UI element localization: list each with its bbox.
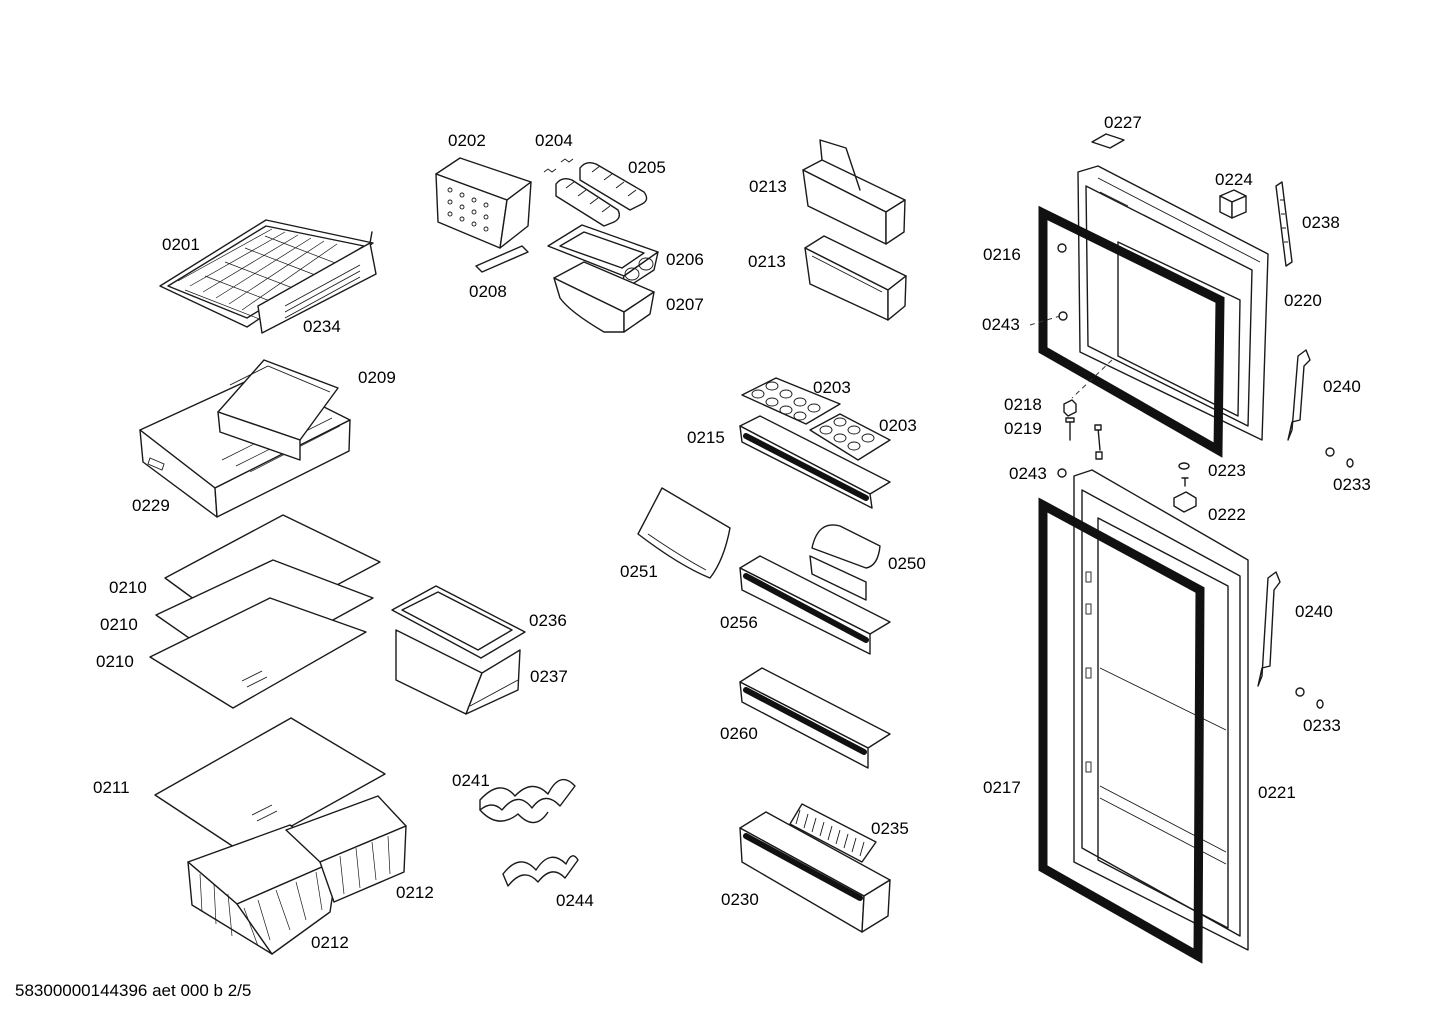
- part-0233-screw-upper: [1325, 447, 1354, 468]
- part-0227-cap: [1091, 133, 1125, 149]
- part-0223-screw: [1181, 477, 1189, 487]
- label-0210-c: 0210: [96, 652, 134, 671]
- part-0208-strip: [475, 245, 529, 273]
- part-0215-door-shelf: [739, 415, 891, 509]
- part-0240-handle-lower: [1257, 571, 1281, 687]
- label-0224: 0224: [1215, 170, 1253, 189]
- part-0244-bottle-rack: [502, 855, 579, 887]
- label-0212-left: 0212: [311, 933, 349, 952]
- label-0207: 0207: [666, 295, 704, 314]
- label-0235: 0235: [871, 819, 909, 838]
- label-0238: 0238: [1302, 213, 1340, 232]
- label-0204: 0204: [535, 131, 573, 150]
- part-0233-screw-lower: [1295, 687, 1324, 709]
- label-0260: 0260: [720, 724, 758, 743]
- label-0221: 0221: [1258, 783, 1296, 802]
- part-0203-egg-tray-2: [809, 413, 891, 461]
- label-0210-a: 0210: [109, 578, 147, 597]
- label-0237: 0237: [530, 667, 568, 686]
- drawing-reference: 58300000144396 aet 000 b 2/5: [15, 981, 252, 1000]
- part-0260-door-shelf: [739, 667, 891, 769]
- part-0203-egg-tray-1: [741, 377, 841, 425]
- part-0221-fridge-door: [1073, 469, 1249, 951]
- label-0215: 0215: [687, 428, 725, 447]
- label-0243-upper: 0243: [982, 315, 1020, 334]
- part-0219-pin: [1094, 424, 1103, 460]
- label-0223: 0223: [1208, 461, 1246, 480]
- label-0234: 0234: [303, 317, 341, 336]
- part-0237-box: [395, 629, 521, 715]
- part-0223-washer: [1178, 462, 1190, 470]
- part-0243-stud-lower: [1057, 468, 1067, 478]
- label-0211: 0211: [93, 778, 130, 797]
- label-0240-lower: 0240: [1295, 602, 1333, 621]
- part-0251-flap: [637, 487, 731, 579]
- part-0250-cover: [809, 524, 881, 601]
- label-0236: 0236: [529, 611, 567, 630]
- part-0236-box-frame: [391, 585, 526, 659]
- label-0244: 0244: [556, 891, 594, 910]
- part-0209-drawer-cover: [217, 359, 339, 461]
- part-0243-stud-upper: [1057, 243, 1068, 321]
- part-0240-handle-upper: [1287, 349, 1311, 441]
- label-0213-upper: 0213: [749, 177, 787, 196]
- label-0213-lower: 0213: [748, 252, 786, 271]
- label-0218: 0218: [1004, 395, 1042, 414]
- part-0211-crisper-cover: [154, 717, 386, 854]
- label-0216: 0216: [983, 245, 1021, 264]
- label-0217: 0217: [983, 778, 1021, 797]
- part-0216-freezer-gasket: [1038, 205, 1225, 458]
- part-0202-bracket: [435, 157, 532, 249]
- label-0229: 0229: [132, 496, 170, 515]
- label-0208: 0208: [469, 282, 507, 301]
- part-0213-balcony-lower: [804, 235, 907, 321]
- part-0222-hinge-pin: [1173, 491, 1197, 513]
- part-0207-ice-bin: [553, 261, 655, 333]
- label-0243-lower: 0243: [1009, 464, 1047, 483]
- part-0205-ice-trays: [555, 161, 648, 227]
- label-0203-lower: 0203: [879, 416, 917, 435]
- leader-0220-0218: [1071, 359, 1113, 399]
- label-0201: 0201: [162, 235, 200, 254]
- part-0212-crisper-left: [187, 824, 339, 955]
- label-0227: 0227: [1104, 113, 1142, 132]
- label-0233-upper: 0233: [1333, 475, 1371, 494]
- label-0206: 0206: [666, 250, 704, 269]
- label-0250: 0250: [888, 554, 926, 573]
- label-0222: 0222: [1208, 505, 1246, 524]
- label-0219: 0219: [1004, 419, 1042, 438]
- label-0220: 0220: [1284, 291, 1322, 310]
- label-0256: 0256: [720, 613, 758, 632]
- part-0204-springs: [543, 158, 574, 173]
- label-0240-upper: 0240: [1323, 377, 1361, 396]
- part-0219-screw: [1065, 417, 1075, 441]
- part-0230-bottle-shelf: [739, 811, 891, 933]
- label-0251: 0251: [620, 562, 658, 581]
- label-0230: 0230: [721, 890, 759, 909]
- part-0256-door-shelf: [739, 555, 891, 655]
- label-0233-lower: 0233: [1303, 716, 1341, 735]
- part-0234-front-panel: [257, 231, 377, 334]
- part-0213-balcony-upper: [802, 139, 906, 245]
- label-0209: 0209: [358, 368, 396, 387]
- label-0203-upper: 0203: [813, 378, 851, 397]
- label-0210-b: 0210: [100, 615, 138, 634]
- part-0218-bush: [1063, 399, 1077, 417]
- part-0238-hinge: [1275, 181, 1293, 267]
- label-0205: 0205: [628, 158, 666, 177]
- part-0210-glass-shelf-3: [149, 597, 367, 709]
- label-0202: 0202: [448, 131, 486, 150]
- part-0212-crisper-right: [285, 795, 407, 903]
- part-0224-block: [1219, 189, 1247, 219]
- part-0241-bottle-rack: [479, 778, 576, 824]
- part-0217-fridge-gasket: [1038, 497, 1205, 964]
- part-0235-divider: [789, 803, 877, 863]
- label-0212-right: 0212: [396, 883, 434, 902]
- label-0241: 0241: [452, 771, 490, 790]
